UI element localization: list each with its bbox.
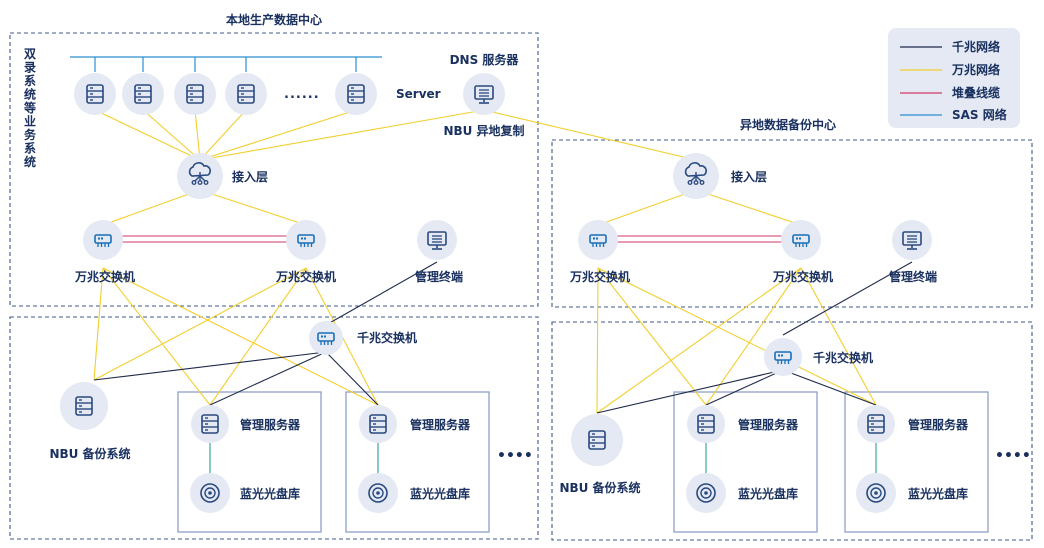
- remote-storage-group-1: [673, 391, 818, 533]
- local-gigabit-switch-node: [309, 321, 343, 355]
- remote-bluray-2-label: 蓝光光盘库: [908, 486, 968, 501]
- local-mgmt-server-2-node: [359, 405, 397, 443]
- legend-label-ten-gigabit: 万兆网络: [951, 62, 1000, 77]
- local-bluray-2-node: [358, 473, 398, 513]
- sas-storage-links: [209, 443, 877, 473]
- remote-switch-right-node: [781, 220, 821, 260]
- remote-mgmt-terminal-label: 管理终端: [889, 269, 937, 284]
- local-nbu-node: [60, 382, 108, 430]
- legend-label-gigabit: 千兆网络: [952, 39, 1000, 54]
- local-access-label: 接入层: [232, 169, 268, 184]
- remote-mgmt-server-2-label: 管理服务器: [908, 417, 969, 432]
- legend: 千兆网络 万兆网络 堆叠线缆 SAS 网络: [900, 39, 1007, 122]
- local-dc-title: 本地生产数据中心: [226, 12, 322, 27]
- local-bottom-zone: [9, 316, 539, 540]
- remote-mgmt-server-2-node: [857, 405, 895, 443]
- legend-box: [888, 28, 1020, 128]
- local-gigabit-switch-label: 千兆交换机: [357, 330, 417, 345]
- remote-nbu-node: [571, 414, 623, 466]
- gigabit-links: [93, 261, 913, 414]
- server-node: [174, 73, 216, 115]
- local-more-dots: ••••: [497, 448, 533, 464]
- remote-access-label: 接入层: [731, 169, 767, 184]
- remote-mgmt-terminal-node: [892, 220, 932, 260]
- remote-more-dots: ••••: [995, 448, 1031, 464]
- local-nbu-label: NBU 备份系统: [49, 446, 130, 461]
- remote-nbu-label: NBU 备份系统: [559, 480, 640, 495]
- remote-gigabit-switch-label: 千兆交换机: [813, 350, 873, 365]
- remote-bluray-1-label: 蓝光光盘库: [738, 486, 798, 501]
- server-ellipsis: ......: [284, 87, 320, 102]
- server-node: [225, 73, 267, 115]
- ten-gigabit-links: [93, 109, 877, 414]
- local-top-zone: [9, 32, 539, 307]
- remote-access-node: [673, 153, 719, 199]
- legend-label-stack: 堆叠线缆: [952, 85, 1000, 100]
- remote-mgmt-server-1-label: 管理服务器: [738, 417, 799, 432]
- stack-cables: [120, 235, 784, 243]
- business-systems-label: 双录系统等业务系统: [23, 47, 37, 169]
- remote-switch-left-label: 万兆交换机: [569, 269, 630, 284]
- remote-switch-left-node: [578, 220, 618, 260]
- remote-mgmt-server-1-node: [687, 405, 725, 443]
- remote-dc-title: 异地数据备份中心: [740, 117, 836, 132]
- remote-bluray-1-node: [686, 473, 726, 513]
- remote-bluray-2-node: [856, 473, 896, 513]
- local-switch-right-label: 万兆交换机: [275, 269, 336, 284]
- replication-label: NBU 异地复制: [443, 123, 524, 138]
- local-switch-left-node: [83, 220, 123, 260]
- remote-gigabit-switch-node: [764, 338, 802, 376]
- remote-switch-right-label: 万兆交换机: [772, 269, 833, 284]
- local-bluray-1-label: 蓝光光盘库: [240, 486, 300, 501]
- local-switch-left-label: 万兆交换机: [74, 269, 135, 284]
- local-mgmt-terminal-node: [417, 220, 457, 260]
- local-mgmt-terminal-label: 管理终端: [415, 269, 463, 284]
- local-bluray-1-node: [190, 473, 230, 513]
- server-node: [74, 73, 116, 115]
- local-bluray-2-label: 蓝光光盘库: [410, 486, 470, 501]
- legend-label-sas: SAS 网络: [952, 107, 1007, 122]
- sas-bus: [70, 56, 382, 72]
- local-storage-group-2: [345, 391, 490, 533]
- server-node: [122, 73, 164, 115]
- server-label: Server: [396, 87, 441, 101]
- local-mgmt-server-1-node: [191, 405, 229, 443]
- server-node: [335, 73, 377, 115]
- local-mgmt-server-2-label: 管理服务器: [410, 417, 471, 432]
- remote-top-zone: [551, 139, 1033, 308]
- dns-server-node: [463, 73, 505, 115]
- dns-server-label: DNS 服务器: [450, 52, 520, 67]
- local-mgmt-server-1-label: 管理服务器: [240, 417, 301, 432]
- remote-storage-group-2: [844, 391, 989, 533]
- local-access-node: [177, 153, 223, 199]
- local-storage-group-1: [177, 391, 322, 533]
- remote-bottom-zone: [551, 321, 1033, 541]
- local-switch-right-node: [286, 220, 326, 260]
